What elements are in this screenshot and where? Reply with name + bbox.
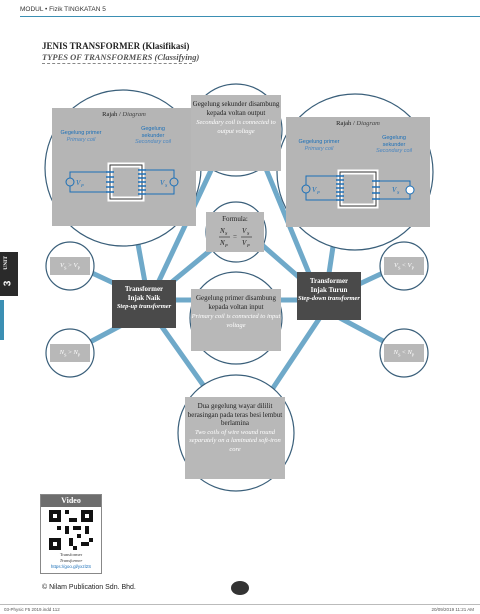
- relation-step-up-turns: NS > NP: [50, 344, 90, 362]
- video-caption-en: Transformer: [59, 557, 83, 563]
- hub-step-down: Transformer Injak Turun Step-down transf…: [297, 272, 361, 320]
- svg-text:V: V: [76, 179, 81, 187]
- relation-step-up-voltage: VS > VP: [50, 257, 90, 275]
- secondary-coil-text-ms: Gegelung sekunder disambung kepada volta…: [192, 100, 280, 117]
- unit-tab: UNIT 3: [0, 252, 18, 296]
- qr-code-icon[interactable]: [49, 510, 93, 550]
- unit-tab-number: 3: [2, 280, 14, 287]
- core-description-box: Dua gegelung wayar dililit berasingan pa…: [185, 397, 285, 479]
- step-up-transformer-icon: V P V S: [65, 162, 179, 202]
- page-title: JENIS TRANSFORMER (Klasifikasi): [42, 41, 190, 51]
- print-timestamp: 20/09/2019 11:21 AM: [431, 607, 474, 612]
- diagram-step-down: Rajah / Diagram Gegelung primer Primary …: [286, 117, 430, 227]
- svg-text:V: V: [312, 186, 317, 194]
- subtitle-underline: [42, 63, 192, 65]
- diagram-title-ms: Rajah: [336, 120, 352, 127]
- unit-tab-word: UNIT: [3, 256, 9, 270]
- primary-coil-box: Gegelung primer disambung kepada voltan …: [191, 289, 281, 351]
- hub-step-up-en: Step-up transformer: [116, 303, 172, 310]
- publisher-credit: © Nilam Publication Sdn. Bhd.: [42, 584, 136, 591]
- video-qr-box[interactable]: Video Transformer Transformer https://go…: [40, 494, 102, 574]
- secondary-coil-box: Gegelung sekunder disambung kepada volta…: [191, 95, 281, 171]
- page-header: MODUL • Fizik TINGKATAN 5: [20, 6, 106, 13]
- svg-text:S: S: [397, 190, 400, 195]
- relation-step-down-turns: NS < NP: [384, 344, 424, 362]
- secondary-coil-ms: Gegelung sekunder: [141, 126, 165, 139]
- diagram-title: Rajah / Diagram: [336, 120, 380, 127]
- primary-coil-en: Primary coil: [66, 136, 96, 143]
- secondary-coil-text-en: Secondary coil is connected to output vo…: [196, 119, 276, 135]
- hub-step-up: Transformer Injak Naik Step-up transform…: [112, 280, 176, 328]
- svg-text:P: P: [316, 190, 320, 195]
- unit-accent-bar: [0, 300, 4, 340]
- step-down-transformer-icon: V P V S: [301, 169, 415, 209]
- video-link[interactable]: https://goo.gl/yxzl2S: [50, 564, 92, 569]
- diagram-title-ms: Rajah: [102, 111, 118, 118]
- svg-text:S: S: [225, 231, 228, 236]
- svg-text:P: P: [224, 243, 228, 248]
- video-label: Video: [41, 495, 101, 507]
- diagram-title-en: Diagram: [356, 120, 380, 127]
- primary-coil-ms: Gegelung primer: [298, 139, 340, 145]
- svg-text:N: N: [219, 227, 225, 235]
- formula-label: Formula:: [222, 215, 248, 223]
- primary-coil-text-ms: Gegelung primer disambung kepada voltan …: [195, 294, 277, 311]
- video-caption: Transformer Transformer: [41, 552, 101, 563]
- hub-step-down-en: Step-down transformer: [298, 295, 360, 302]
- primary-coil-text-en: Primary coil is connected to input volta…: [191, 313, 281, 329]
- formula-box: Formula: N S N P = V S V P: [206, 212, 264, 252]
- secondary-coil-label: Gegelung sekunder Secondary coil: [132, 126, 174, 146]
- svg-text:=: =: [233, 233, 237, 241]
- svg-text:V: V: [392, 186, 397, 194]
- primary-coil-label: Gegelung primer Primary coil: [298, 139, 340, 152]
- print-divider: [0, 604, 480, 605]
- diagram-title-en: Diagram: [122, 111, 146, 118]
- svg-text:P: P: [246, 243, 250, 248]
- svg-text:N: N: [219, 239, 225, 247]
- svg-text:V: V: [160, 179, 165, 187]
- primary-coil-label: Gegelung primer Primary coil: [60, 130, 102, 143]
- diagram-step-up: Rajah / Diagram Gegelung primer Primary …: [52, 108, 196, 226]
- page-number-badge: [231, 581, 249, 595]
- hub-step-down-line1: Transformer: [309, 277, 349, 285]
- hub-step-down-line2: Injak Turun: [310, 286, 348, 294]
- secondary-coil-label: Gegelung sekunder Secondary coil: [372, 135, 416, 155]
- svg-text:V: V: [242, 227, 247, 235]
- primary-coil-ms: Gegelung primer: [60, 130, 102, 136]
- secondary-coil-en: Secondary coil: [375, 148, 413, 154]
- print-file-info: 03-Physic F5 2019.indd 112: [4, 607, 60, 612]
- page-subtitle: TYPES OF TRANSFORMERS (Classifying): [42, 52, 200, 62]
- header-divider: [20, 16, 480, 17]
- hub-step-up-line2: Injak Naik: [127, 294, 161, 302]
- secondary-coil-en: Secondary coil: [134, 139, 172, 145]
- svg-text:V: V: [242, 239, 247, 247]
- relation-step-down-voltage: VS < VP: [384, 257, 424, 275]
- video-caption-ms: Transformer: [59, 552, 83, 557]
- formula-equation: N S N P = V S V P: [219, 227, 252, 248]
- svg-text:S: S: [247, 231, 250, 236]
- core-text-ms: Dua gegelung wayar dililit berasingan pa…: [187, 402, 283, 427]
- diagram-title: Rajah / Diagram: [102, 111, 146, 118]
- core-text-en: Two coils of wire wound round separately…: [189, 428, 281, 453]
- hub-step-up-line1: Transformer: [124, 285, 164, 293]
- svg-text:P: P: [80, 183, 84, 188]
- primary-coil-en: Primary coil: [304, 145, 334, 152]
- secondary-coil-ms: Gegelung sekunder: [382, 135, 406, 148]
- svg-text:S: S: [165, 183, 168, 188]
